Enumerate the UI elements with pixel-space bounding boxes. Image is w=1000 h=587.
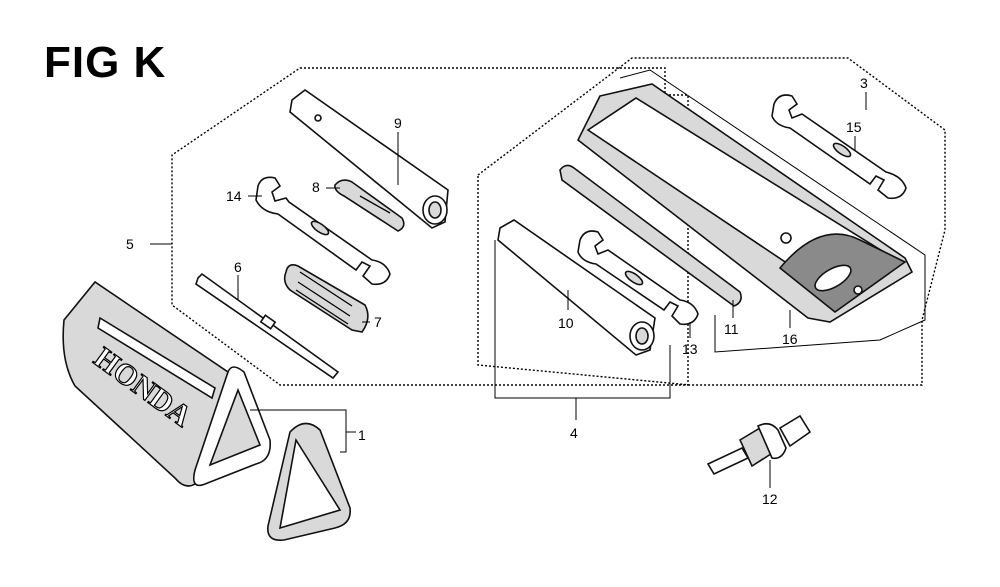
callout-6: 6 — [234, 259, 242, 275]
part-9-box-spanner — [289, 89, 449, 229]
part-12-spark-plug — [706, 414, 812, 476]
leader-lines — [150, 92, 867, 488]
callout-3: 3 — [860, 75, 868, 91]
callout-10: 10 — [558, 315, 574, 331]
part-13-wrench — [577, 230, 699, 326]
part-11-extension-bar — [559, 164, 742, 307]
callout-1: 1 — [358, 427, 366, 443]
callout-5: 5 — [126, 236, 134, 252]
callout-12: 12 — [762, 491, 778, 507]
callout-7: 7 — [374, 314, 382, 330]
callout-14: 14 — [226, 188, 242, 204]
part-1-tool-bag: HONDA — [62, 280, 272, 487]
callout-15: 15 — [846, 119, 862, 135]
group-frame-5 — [171, 67, 689, 386]
part-15-wrench — [771, 94, 907, 200]
part-16-tool-pouch — [576, 83, 914, 323]
group-frame-3 — [477, 57, 946, 386]
part-8-screwdriver-bit — [334, 179, 405, 232]
callout-8: 8 — [312, 179, 320, 195]
part-6-screwdriver-shaft — [195, 272, 340, 380]
callout-4: 4 — [570, 425, 578, 441]
callout-13: 13 — [682, 341, 698, 357]
callout-11: 11 — [724, 321, 739, 337]
callout-9: 9 — [394, 115, 402, 131]
group-frame-16 — [619, 69, 926, 353]
part-14-wrench — [255, 176, 391, 286]
part-1-bag-flap — [267, 422, 352, 542]
group-frame-4 — [494, 240, 671, 399]
callout-16: 16 — [782, 331, 798, 347]
part-7-screwdriver-handle — [283, 264, 369, 333]
part-10-box-spanner — [497, 219, 656, 356]
figure-title: FIG K — [44, 38, 167, 87]
